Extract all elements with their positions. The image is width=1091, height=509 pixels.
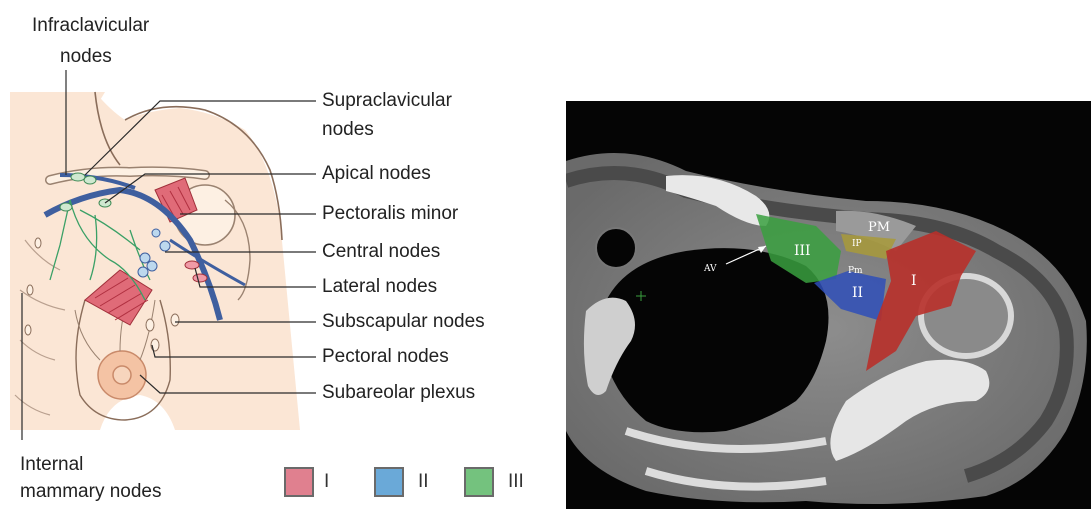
legend-label-level-3: III (508, 470, 524, 494)
supraclavicular-label-line1: Supraclavicular (322, 89, 452, 113)
subscapular-nodes-label: Subscapular nodes (322, 310, 485, 334)
pectoralis-minor-label: Pectoralis minor (322, 202, 458, 226)
central-nodes-label: Central nodes (322, 240, 440, 264)
legend-label-level-2: II (418, 470, 429, 494)
supraclavicular-label-line2: nodes (322, 118, 374, 142)
lateral-nodes-label: Lateral nodes (322, 275, 437, 299)
legend-swatch-level-1 (284, 467, 314, 497)
infraclavicular-label-line1: Infraclavicular (32, 14, 149, 38)
apical-nodes-label: Apical nodes (322, 162, 431, 186)
nipple (113, 366, 131, 384)
internal-mammary-label-line2: mammary nodes (20, 480, 162, 504)
ct-label-level-1: I (911, 273, 917, 289)
ct-label-level-3: III (794, 243, 811, 259)
breast-lymph-anatomy-illustration (0, 0, 560, 509)
ct-label-pm: PM (868, 220, 890, 235)
ct-label-av: AV (703, 264, 717, 274)
legend-label-level-1: I (324, 470, 329, 494)
legend-swatch-level-2 (374, 467, 404, 497)
ct-label-ip: IP (852, 239, 862, 249)
ct-label-pm-small: Pm (848, 266, 863, 276)
subareolar-plexus-label: Subareolar plexus (322, 381, 475, 405)
ct-label-level-2: II (852, 285, 863, 301)
internal-mammary-label-line1: Internal (20, 453, 83, 477)
shoulder-skin (10, 92, 300, 430)
legend-swatch-level-3 (464, 467, 494, 497)
infraclavicular-label-line2: nodes (60, 45, 112, 69)
ct-trachea (596, 228, 636, 268)
ct-scan-image: PM III IP Pm II I AV (566, 101, 1091, 509)
pectoral-nodes-label: Pectoral nodes (322, 345, 449, 369)
